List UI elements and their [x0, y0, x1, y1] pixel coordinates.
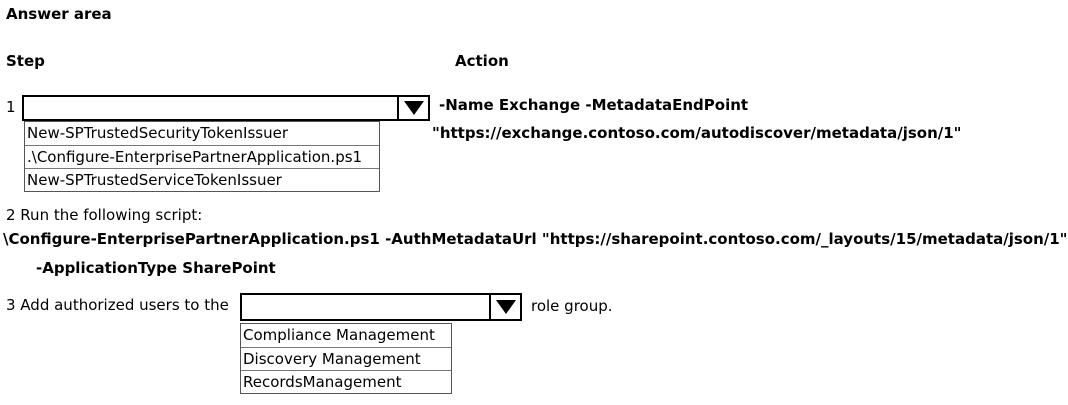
answer-area-title: Answer area [6, 5, 112, 23]
step3-label: 3 Add authorized users to the [6, 296, 229, 314]
chevron-down-icon [495, 300, 516, 314]
step2-label: 2 Run the following script: [6, 206, 203, 224]
step2-script-line2: -ApplicationType SharePoint [36, 259, 276, 277]
step1-dropdown[interactable] [22, 95, 430, 121]
step3-option-compliance-management[interactable]: Compliance Management [243, 326, 435, 344]
step-header: Step [6, 52, 45, 70]
step1-action-line2: "https://exchange.contoso.com/autodiscov… [432, 124, 962, 142]
step3-option-discovery-management[interactable]: Discovery Management [241, 347, 451, 370]
chevron-down-icon [403, 101, 424, 115]
step1-dropdown-arrow[interactable] [397, 97, 428, 119]
step1-number: 1 [6, 98, 16, 116]
step1-action-line1: -Name Exchange -MetadataEndPoint [439, 96, 749, 114]
step3-dropdown[interactable] [240, 293, 522, 321]
step3-dropdown-arrow[interactable] [489, 295, 520, 319]
step2-script-line1: \Configure-EnterprisePartnerApplication.… [3, 230, 1068, 248]
step3-option-recordsmanagement[interactable]: RecordsManagement [241, 370, 451, 393]
step1-options-list: New-SPTrustedSecurityTokenIssuer .\Confi… [24, 121, 380, 192]
step3-options-list: Compliance Management Discovery Manageme… [240, 323, 452, 394]
step1-option-new-sptrustedservicetokenissuer[interactable]: New-SPTrustedServiceTokenIssuer [25, 168, 379, 191]
step1-option-new-sptrustedsecuritytokenissuer[interactable]: New-SPTrustedSecurityTokenIssuer [27, 124, 289, 142]
step3-suffix: role group. [531, 297, 613, 315]
action-header: Action [455, 52, 509, 70]
step1-option-configure-enterprisepartnerapplication[interactable]: .\Configure-EnterprisePartnerApplication… [25, 145, 379, 168]
